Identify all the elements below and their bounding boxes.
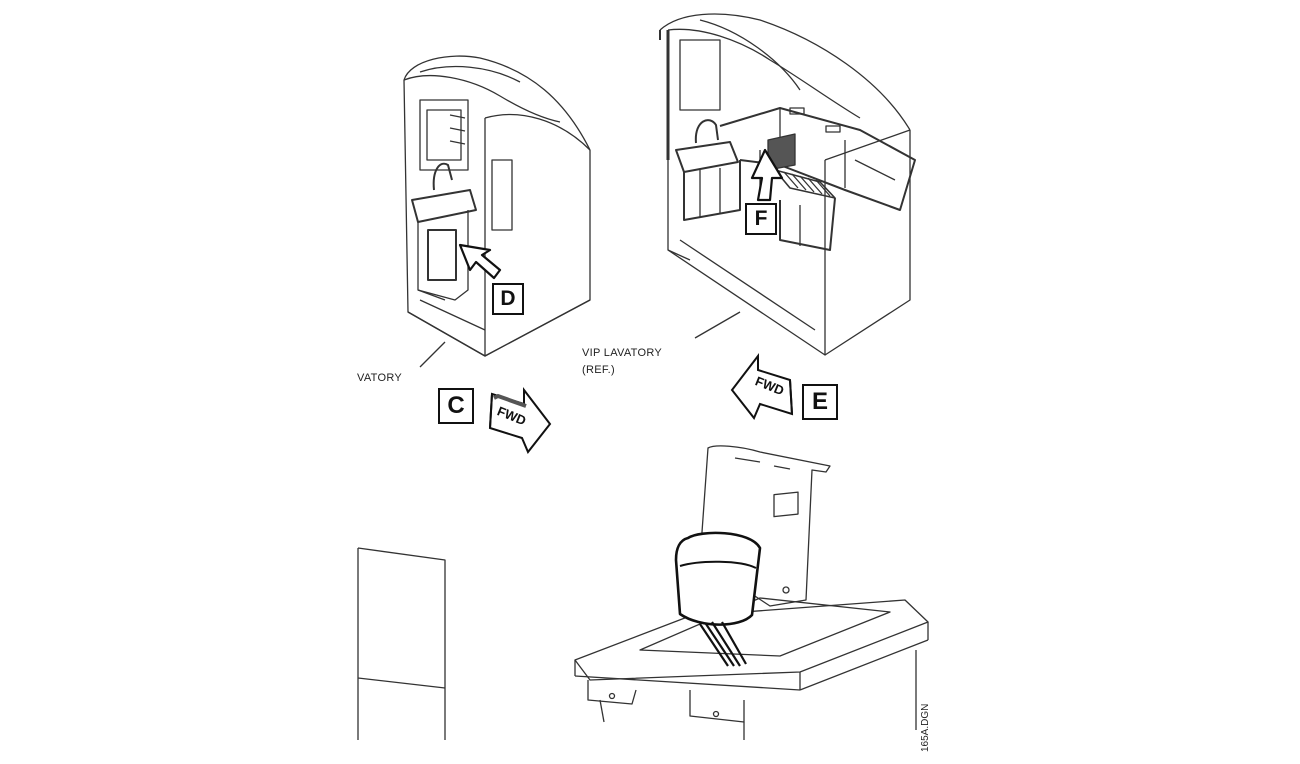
vip-lavatory-ref-label: (REF.)	[582, 364, 615, 376]
callout-c: C	[438, 388, 474, 424]
lavatory-label: VATORY	[357, 372, 402, 384]
callout-d: D	[492, 283, 524, 315]
vip-lavatory-drawing	[659, 13, 916, 356]
lavatory-left-drawing	[403, 55, 591, 368]
fwd-arrow-right: FWD	[488, 387, 552, 454]
callout-e: E	[802, 384, 838, 420]
vip-lavatory-label: VIP LAVATORY	[582, 347, 663, 359]
drawing-id: 165A.DGN	[920, 703, 931, 752]
bottom-left-panel-drawing	[357, 547, 446, 740]
fwd-arrow-left: FWD	[730, 353, 794, 420]
detail-fixture-drawing	[574, 445, 929, 740]
callout-f: F	[745, 203, 777, 235]
